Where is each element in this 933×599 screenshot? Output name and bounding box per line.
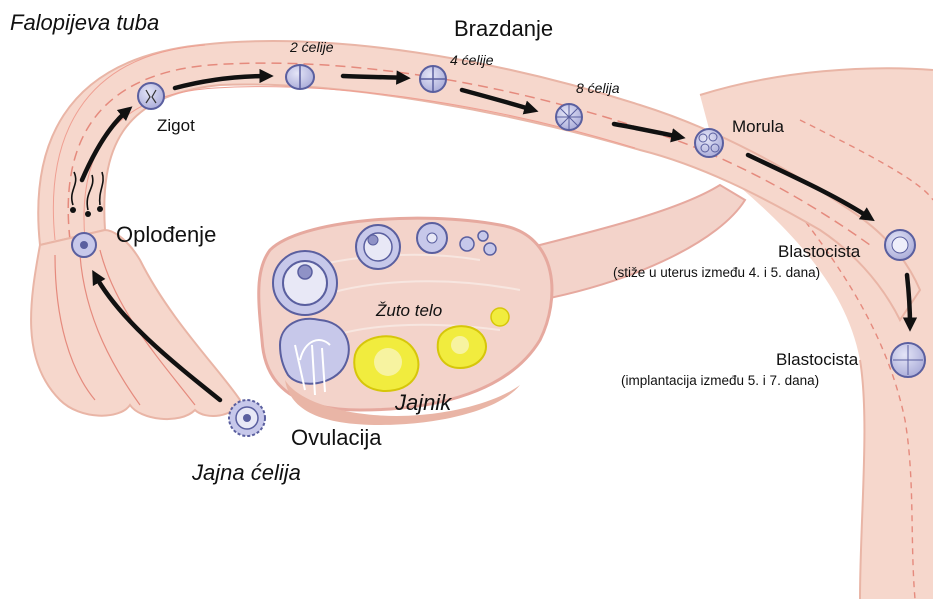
zygote-cell bbox=[138, 83, 164, 109]
morula-label: Morula bbox=[732, 117, 784, 137]
eight-cell-stage bbox=[556, 104, 582, 130]
corpus-luteum-label: Žuto telo bbox=[376, 301, 442, 321]
eight-cells-label: 8 ćelija bbox=[576, 80, 620, 96]
two-cell-stage bbox=[286, 65, 314, 89]
ovarian-ligament bbox=[520, 185, 745, 300]
morula-cell bbox=[695, 129, 723, 157]
cleavage-label: Brazdanje bbox=[454, 16, 553, 42]
egg-cell bbox=[229, 400, 265, 436]
zygote-label: Zigot bbox=[157, 116, 195, 136]
fertilization-label: Oplođenje bbox=[116, 222, 216, 248]
ovary-label: Jajnik bbox=[395, 390, 451, 416]
ovulation-label: Ovulacija bbox=[291, 425, 381, 451]
blastocyst-cell-2 bbox=[891, 343, 925, 377]
two-cells-label: 2 ćelije bbox=[290, 39, 334, 55]
blastocyst-cell-1 bbox=[885, 230, 915, 260]
tube-label: Falopijeva tuba bbox=[10, 10, 159, 36]
four-cells-label: 4 ćelije bbox=[450, 52, 494, 68]
four-cell-stage bbox=[420, 66, 446, 92]
blastocyst1-label: Blastocista bbox=[778, 242, 860, 262]
egg-label: Jajna ćelija bbox=[192, 460, 301, 486]
blastocyst1-note: (stiže u uterus između 4. i 5. dana) bbox=[613, 265, 820, 280]
blastocyst2-label: Blastocista bbox=[776, 350, 858, 370]
arrow-to-four-cells bbox=[343, 76, 405, 78]
blastocyst2-note: (implantacija između 5. i 7. dana) bbox=[621, 373, 819, 388]
